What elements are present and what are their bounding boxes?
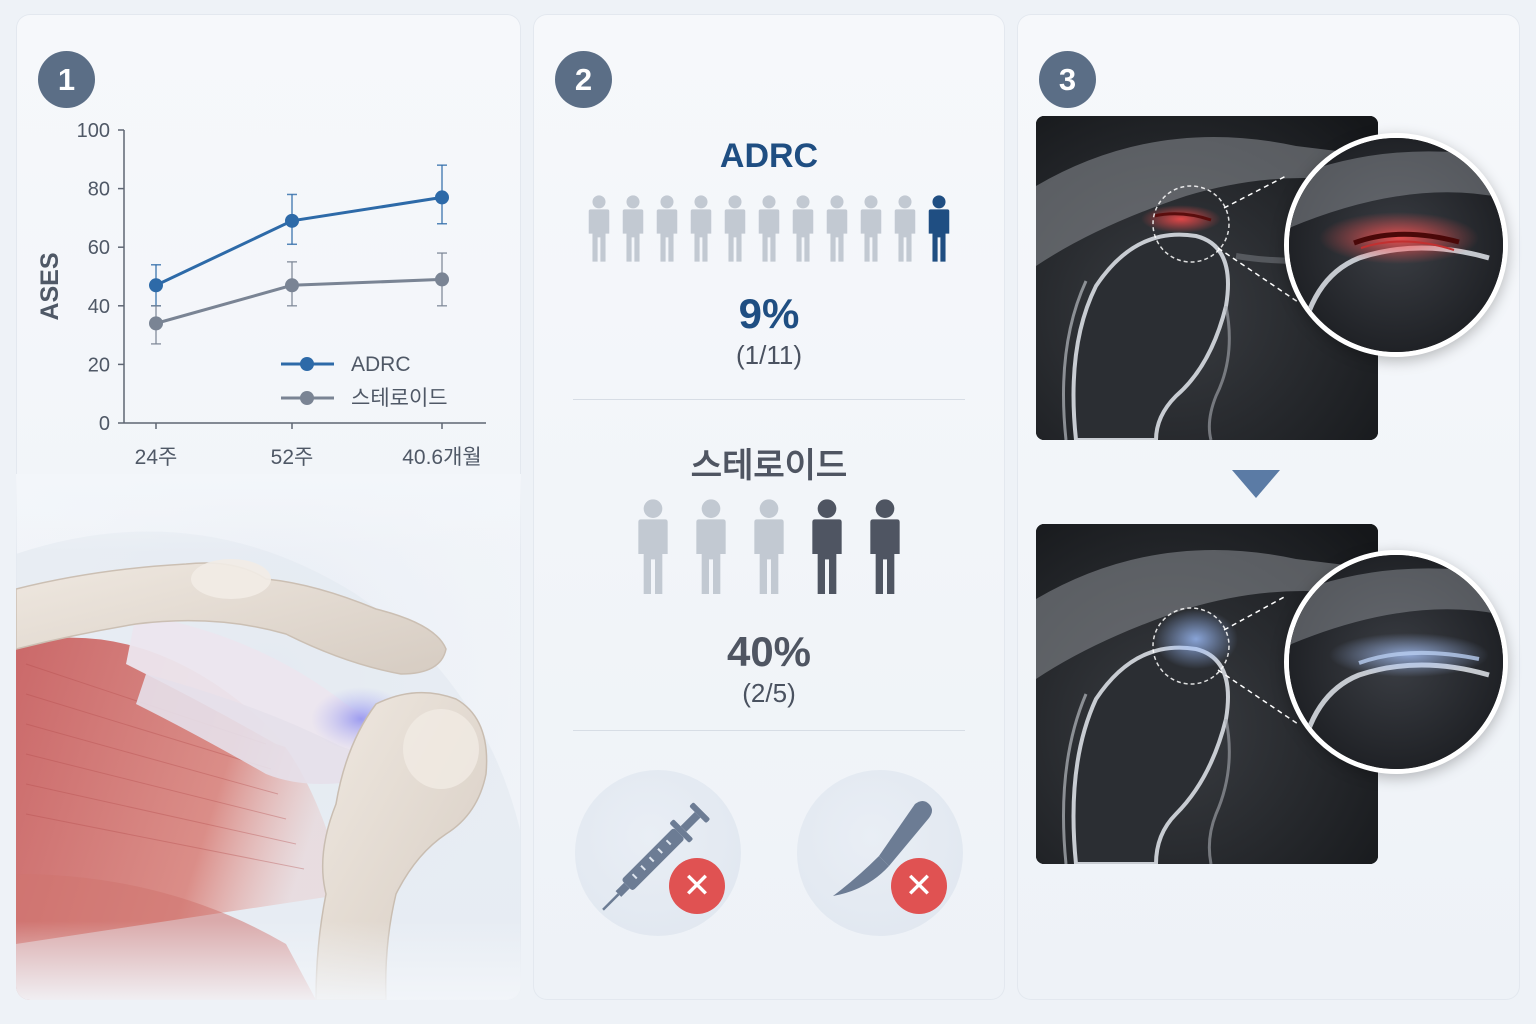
y-axis-label: ASES bbox=[36, 252, 64, 320]
data-point bbox=[149, 316, 163, 331]
steroid-people-row bbox=[533, 496, 1005, 596]
x-mark-icon: ✕ bbox=[669, 858, 725, 914]
person-icon bbox=[588, 195, 610, 262]
person-icon bbox=[870, 499, 900, 594]
surgery-circle: ✕ bbox=[797, 770, 963, 936]
down-arrow-icon bbox=[1232, 470, 1280, 498]
y-tick-label: 100 bbox=[77, 120, 110, 142]
person-icon bbox=[826, 195, 848, 262]
scalpel-icon bbox=[833, 801, 932, 896]
adrc-fraction: (1/11) bbox=[736, 340, 802, 370]
step-badge-3: 3 bbox=[1039, 51, 1096, 108]
adrc-group-label: ADRC bbox=[719, 137, 819, 175]
person-icon bbox=[758, 195, 780, 262]
mri-before-zoom bbox=[1284, 133, 1508, 357]
legend-marker bbox=[300, 357, 314, 371]
x-tick-label: 24주 bbox=[135, 446, 178, 469]
data-point bbox=[435, 272, 449, 287]
y-tick-label: 80 bbox=[88, 179, 110, 201]
person-icon bbox=[656, 195, 678, 262]
person-icon bbox=[792, 195, 814, 262]
legend-marker bbox=[300, 391, 314, 405]
divider bbox=[573, 399, 965, 400]
data-point bbox=[285, 278, 299, 293]
person-icon bbox=[696, 499, 726, 594]
step-badge-2: 2 bbox=[555, 51, 612, 108]
legend-label: 스테로이드 bbox=[351, 387, 448, 410]
legend-label: ADRC bbox=[351, 353, 411, 376]
person-icon bbox=[860, 195, 882, 262]
divider bbox=[573, 730, 965, 731]
person-icon bbox=[894, 195, 916, 262]
syringe-icon bbox=[602, 802, 710, 911]
person-icon bbox=[622, 195, 644, 262]
steroid-percent: 40% bbox=[726, 628, 812, 675]
panel-ases-chart: 1 bbox=[16, 14, 521, 1000]
panel-failure-rate: 2 ADRC 9% (1/11) 스테로이드 40% (2/5) bbox=[533, 14, 1005, 1000]
person-icon bbox=[724, 195, 746, 262]
person-icon bbox=[690, 195, 712, 262]
y-tick-label: 20 bbox=[88, 354, 110, 376]
x-mark-icon: ✕ bbox=[891, 858, 947, 914]
adrc-people-row bbox=[533, 192, 1005, 264]
shoulder-anatomy-illustration bbox=[16, 474, 521, 1000]
series-line-1 bbox=[155, 277, 443, 325]
mri-after-zoom bbox=[1284, 550, 1508, 774]
x-tick-label: 52주 bbox=[271, 446, 314, 469]
person-icon bbox=[754, 499, 784, 594]
data-point bbox=[149, 278, 163, 293]
y-tick-label: 60 bbox=[88, 237, 110, 259]
injection-circle: ✕ bbox=[575, 770, 741, 936]
ases-line-chart: 0 20 40 60 80 100 24주 52주 40.6개월 ASES ADRC 스테로이드 bbox=[36, 120, 486, 469]
y-tick-label: 0 bbox=[99, 413, 110, 435]
adrc-percent: 9% bbox=[738, 290, 800, 337]
series-line-0 bbox=[155, 195, 443, 287]
person-icon bbox=[928, 195, 950, 262]
data-point bbox=[435, 190, 449, 205]
x-tick-label: 40.6개월 bbox=[402, 446, 482, 469]
person-icon bbox=[638, 499, 668, 594]
person-icon bbox=[812, 499, 842, 594]
step-badge-1: 1 bbox=[38, 51, 95, 108]
data-point bbox=[285, 213, 299, 228]
steroid-fraction: (2/5) bbox=[742, 678, 796, 708]
steroid-group-label: 스테로이드 bbox=[690, 447, 848, 485]
y-tick-label: 40 bbox=[88, 296, 110, 318]
